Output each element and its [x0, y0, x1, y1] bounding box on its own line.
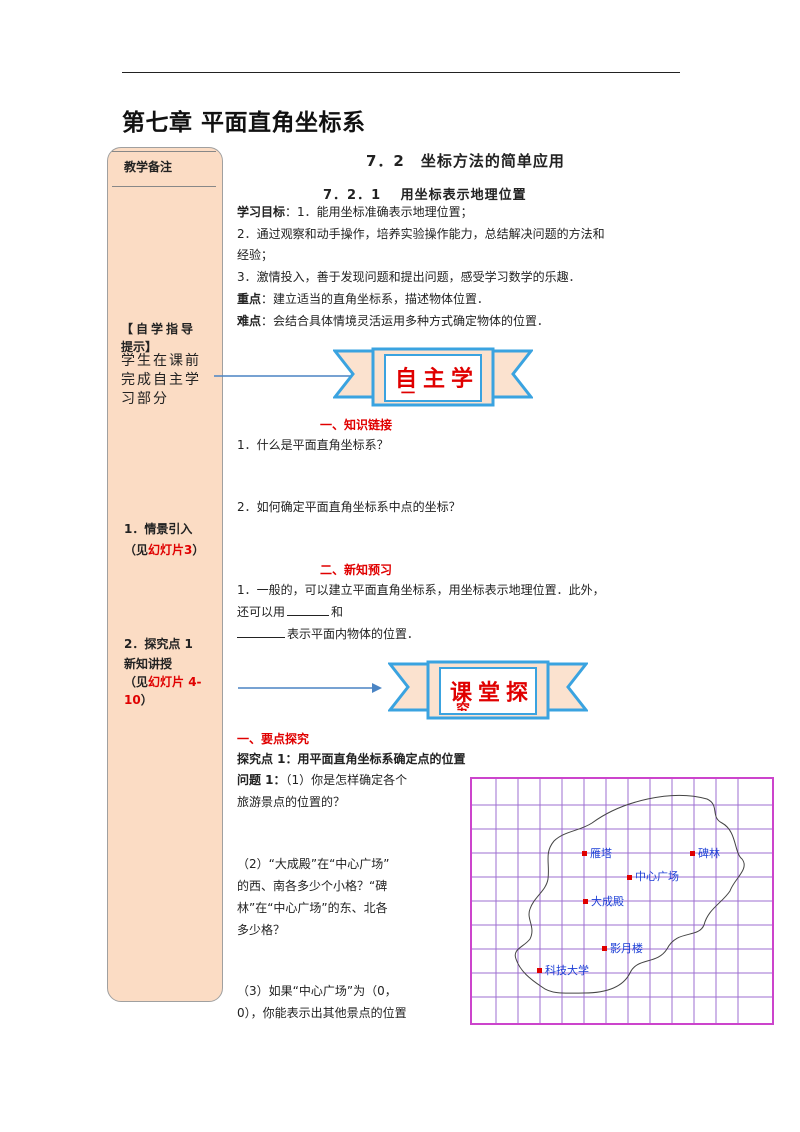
objectives-line-4: 3．激情投入，善于发现问题和提出问题，感受学习数学的乐趣． [237, 270, 581, 284]
preview-heading: 二、新知预习 [320, 563, 393, 577]
preview-line-3: 表示平面内物体的位置． [237, 625, 419, 643]
question-2-line-3: 林”在“中心广场”的东、北各 [237, 901, 388, 915]
objectives-line-2: 2．通过观察和动手操作，培养实验操作能力，总结解决问题的方法和 [237, 227, 605, 241]
blank-1[interactable] [287, 603, 330, 616]
question-1-line-2: 旅游景点的位置的？ [237, 795, 346, 809]
map-grid [472, 779, 772, 1023]
explore-heading: 一、要点探究 [237, 732, 310, 746]
question-2-line-1: （2）“大成殿”在“中心广场” [237, 857, 390, 871]
note-intro-slides: （见幻灯片3） [124, 543, 205, 557]
spot-dot-center-square [627, 875, 632, 880]
spot-dot-tech-university [537, 968, 542, 973]
top-rule [122, 72, 680, 73]
spot-dot-dachengdian [583, 899, 588, 904]
spot-dot-beilin [690, 851, 695, 856]
spot-label-yanta: 雁塔 [590, 847, 612, 860]
link-arrow-2 [238, 683, 382, 693]
question-3-line-1: （3）如果“中心广场”为（0， [237, 984, 397, 998]
spot-label-center-square: 中心广场 [635, 870, 679, 883]
preview-line-1: 1．一般的，可以建立平面直角坐标系，用坐标表示地理位置．此外， [237, 583, 605, 597]
banner-class-explore [388, 660, 588, 720]
question-2-line-2: 的西、南各多少个小格？“碑 [237, 879, 388, 893]
subsection-title: 7．2．1 用坐标表示地理位置 [323, 188, 527, 203]
banner-self-study-text: 自主学 [395, 367, 480, 392]
objectives-line-1: 学习目标：1．能用坐标准确表示地理位置； [237, 205, 473, 219]
banner-class-explore-under: 究 [456, 702, 470, 711]
difficulty-point: 难点：会结合具体情境灵活运用多种方式确定物体的位置． [237, 314, 550, 328]
note-intro-title: 1．情景引入 [124, 522, 193, 536]
spot-label-tech-university: 科技大学 [545, 964, 589, 977]
teaching-notes-panel [107, 147, 223, 1002]
key-point: 重点：建立适当的直角坐标系，描述物体位置． [237, 292, 490, 306]
banner-self-study-under: 一 [401, 386, 415, 402]
objectives-line-3: 经验； [237, 248, 274, 262]
note-self-study-title: 【自学指导 [121, 322, 197, 336]
knowledge-question-2: 2．如何确定平面直角坐标系中点的坐标？ [237, 500, 461, 514]
note-explore-title-b: 新知讲授 [124, 657, 173, 671]
note-explore-slides: （见幻灯片 4-10） [124, 675, 202, 707]
spot-label-yingyuelou: 影月楼 [610, 942, 643, 955]
spot-dot-yingyuelou [602, 946, 607, 951]
knowledge-link-heading: 一、知识链接 [320, 418, 393, 432]
note-explore-title: 2．探究点 1 [124, 637, 193, 651]
blank-2[interactable] [237, 625, 285, 638]
explore-point-title: 探究点 1：用平面直角坐标系确定点的位置 [237, 752, 466, 766]
banner-class-explore-text: 课堂探 [450, 681, 535, 706]
note-self-study-title-b: 提示】 [121, 340, 158, 354]
spot-label-beilin: 碑林 [698, 847, 720, 860]
section-title: 7．2 坐标方法的简单应用 [366, 152, 565, 170]
note-self-study-text: 学生在课前完成自主学习部分 [121, 353, 201, 407]
spot-dot-yanta [582, 851, 587, 856]
question-3-line-2: 0），你能表示出其他景点的位置 [237, 1006, 407, 1020]
spot-label-dachengdian: 大成殿 [591, 895, 624, 908]
knowledge-question-1: 1．什么是平面直角坐标系？ [237, 438, 389, 452]
question-2-line-4: 多少格？ [237, 923, 286, 937]
chapter-title: 第七章 平面直角坐标系 [122, 110, 366, 136]
preview-line-2: 还可以用和 [237, 603, 344, 619]
question-1-line-1: 问题 1：（1）你是怎样确定各个 [237, 773, 408, 787]
notes-heading-box [112, 151, 216, 187]
banner-self-study [333, 347, 533, 407]
notes-heading: 教学备注 [124, 160, 173, 174]
